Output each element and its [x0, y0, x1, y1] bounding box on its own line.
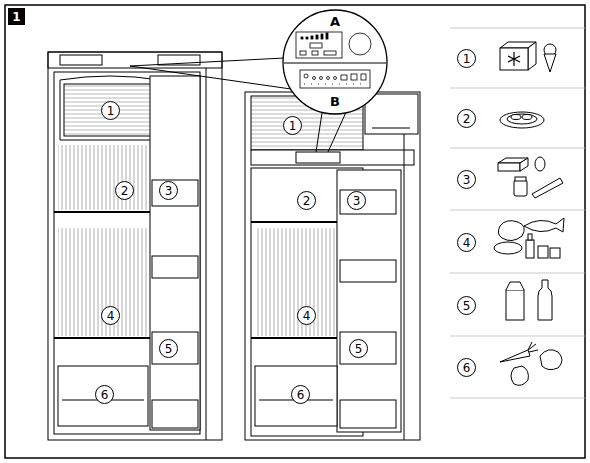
door-bin: [340, 332, 396, 364]
callout-text: 5: [463, 300, 471, 312]
callout-text: 1: [289, 120, 297, 132]
door-edge: [206, 68, 207, 440]
shelf: [251, 221, 337, 223]
back-wall-ribs: [255, 228, 345, 336]
callout-text: 3: [463, 174, 471, 186]
right-fridge: [245, 92, 420, 440]
callout-number: 6: [291, 385, 310, 404]
cooked-food-icon: [500, 112, 544, 128]
callout-number: 3: [457, 170, 476, 189]
callout-number: 6: [95, 385, 114, 404]
callout-text: 5: [355, 343, 363, 355]
shelf: [54, 211, 150, 213]
callout-number: 2: [457, 109, 476, 128]
inset-circle: [283, 10, 387, 114]
callout-number: 4: [101, 306, 120, 325]
door-bin: [340, 400, 396, 428]
callout-number: 2: [115, 181, 134, 200]
callout-text: 4: [107, 310, 115, 322]
back-wall-ribs: [58, 145, 148, 210]
legend-separators: [450, 28, 585, 398]
callout-text: 3: [353, 195, 361, 207]
food-icons: [494, 42, 564, 385]
door-bin: [152, 180, 198, 206]
back-wall-ribs: [58, 228, 148, 336]
callout-number: 4: [297, 306, 316, 325]
door-edge: [404, 134, 405, 440]
figure-number: 1: [8, 8, 25, 25]
dairy-icon: [498, 157, 563, 198]
callout-text: 2: [121, 185, 129, 197]
panel-label: B: [329, 95, 341, 108]
callout-text: 1: [463, 53, 471, 65]
callout-number: 1: [283, 116, 302, 135]
vegetables-icon: [500, 342, 562, 385]
callout-number: 5: [159, 339, 178, 358]
freezer-inner: [64, 84, 156, 136]
interior: [54, 72, 200, 434]
callout-text: 2: [463, 113, 471, 125]
panel-b: [300, 70, 370, 88]
callout-text: 3: [165, 185, 173, 197]
crisper-drawer: [255, 366, 337, 426]
callout-number: 5: [349, 339, 368, 358]
shelf: [54, 337, 150, 339]
callout-text: 6: [463, 362, 471, 374]
freezer-compartment: [60, 76, 160, 140]
callout-number: 2: [297, 191, 316, 210]
callout-text: 1: [107, 105, 115, 117]
door-inner: [337, 170, 401, 432]
shelf: [251, 337, 337, 339]
panel-a: [296, 32, 371, 58]
callout-number: 5: [457, 296, 476, 315]
door-bin: [340, 190, 396, 214]
frozen-icon: [500, 42, 556, 72]
drinks-icon: [506, 280, 552, 320]
callout-text: 5: [165, 343, 173, 355]
callout-number: 3: [347, 191, 366, 210]
callout-text: 2: [303, 195, 311, 207]
figure-number-text: 1: [12, 11, 20, 23]
control-panel: [296, 152, 340, 163]
left-fridge: [48, 52, 222, 440]
callout-number: 1: [457, 49, 476, 68]
control-strip: [251, 150, 414, 165]
callout-number: 1: [101, 101, 120, 120]
door-bin: [152, 400, 198, 428]
callout-text: 4: [463, 237, 471, 249]
figure-frame: [5, 5, 585, 458]
fridge-body: [245, 92, 420, 440]
callout-text: 6: [297, 389, 305, 401]
callout-number: 6: [457, 358, 476, 377]
door-handle: [372, 128, 410, 129]
callout-text: 4: [303, 310, 311, 322]
control-panel: [60, 55, 102, 65]
fridge-body: [48, 52, 222, 440]
crisper-drawer: [58, 366, 148, 426]
door-bin: [152, 332, 198, 364]
door-bin: [152, 256, 198, 278]
panel-label: A: [329, 15, 341, 28]
door-bin: [340, 260, 396, 282]
freezer-door: [365, 94, 418, 134]
door-inner: [150, 76, 200, 430]
callout-number: 3: [159, 181, 178, 200]
callout-number: 4: [457, 233, 476, 252]
meat-fish-icon: [494, 218, 564, 258]
callout-text: 6: [101, 389, 109, 401]
